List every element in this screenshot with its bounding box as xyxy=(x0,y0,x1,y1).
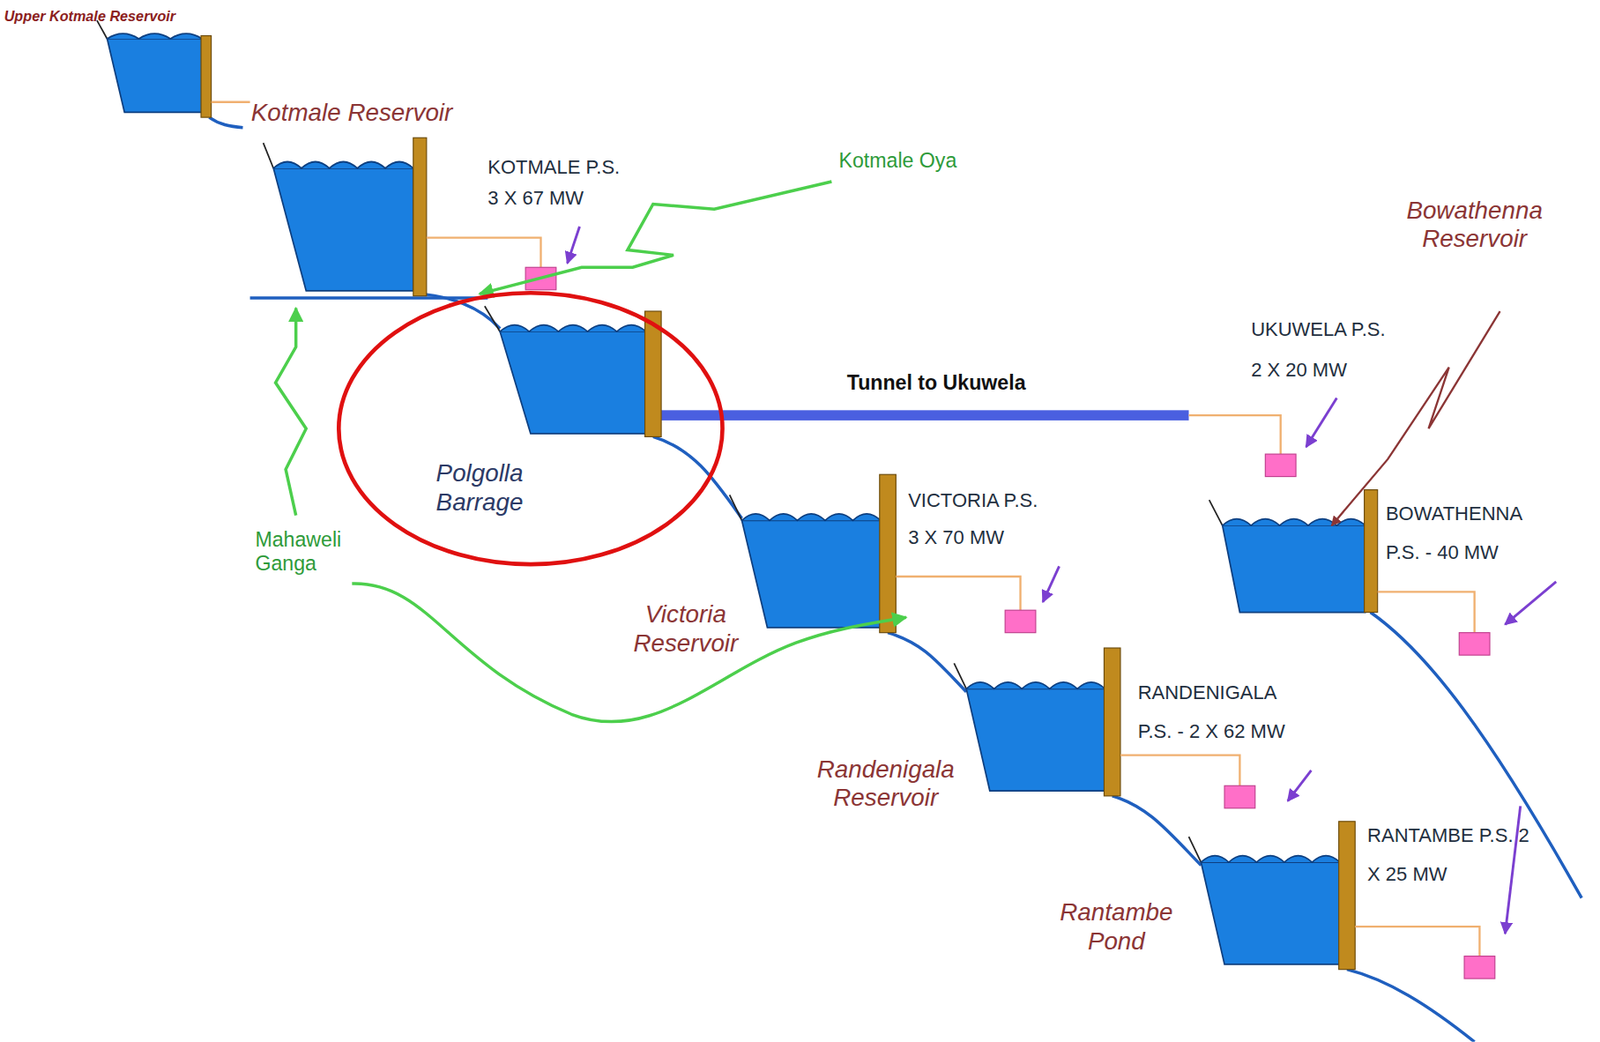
river-name: Mahaweli Ganga xyxy=(254,528,342,576)
reservoir-pointer xyxy=(1332,311,1501,526)
highlight-ellipse xyxy=(338,292,722,565)
station-capacity: P.S. - 40 MW xyxy=(1385,542,1499,565)
station-capacity: 3 X 70 MW xyxy=(907,526,1005,549)
reservoir-name: Rantambe Pond xyxy=(1059,898,1173,955)
station-pointers xyxy=(567,226,1557,934)
station-capacity: 2 X 20 MW xyxy=(1250,358,1347,381)
reservoir-name: Bowathenna Reservoir xyxy=(1406,195,1542,253)
reservoir-name: Upper Kotmale Reservoir xyxy=(4,7,177,25)
station-name: KOTMALE P.S. xyxy=(487,156,620,179)
dams xyxy=(200,36,1378,970)
station-capacity: 3 X 67 MW xyxy=(487,186,584,209)
barrage-name: Polgolla Barrage xyxy=(436,459,524,516)
river-name: Kotmale Oya xyxy=(838,148,957,173)
river-flow xyxy=(208,117,1582,1042)
station-name: RANTAMBE P.S. 2 xyxy=(1367,824,1530,847)
reservoir-name: Kotmale Reservoir xyxy=(251,97,454,127)
reservoir-name: Randenigala Reservoir xyxy=(817,755,955,812)
river-banks xyxy=(96,20,1223,863)
station-name: VICTORIA P.S. xyxy=(907,490,1038,513)
power-stations xyxy=(525,267,1496,979)
reservoir-name: Victoria Reservoir xyxy=(632,600,738,657)
tunnel-name: Tunnel to Ukuwela xyxy=(847,371,1027,395)
station-capacity: P.S. - 2 X 62 MW xyxy=(1138,720,1286,743)
station-name: RANDENIGALA xyxy=(1138,681,1278,704)
river-pointers xyxy=(275,181,907,722)
tunnel xyxy=(661,409,1189,421)
mahaweli-river xyxy=(250,296,489,299)
station-capacity: X 25 MW xyxy=(1367,863,1447,886)
station-name: UKUWELA P.S. xyxy=(1250,318,1385,341)
penstocks xyxy=(211,102,1481,957)
station-name: BOWATHENNA xyxy=(1385,503,1523,526)
reservoir-basins xyxy=(107,33,1366,965)
